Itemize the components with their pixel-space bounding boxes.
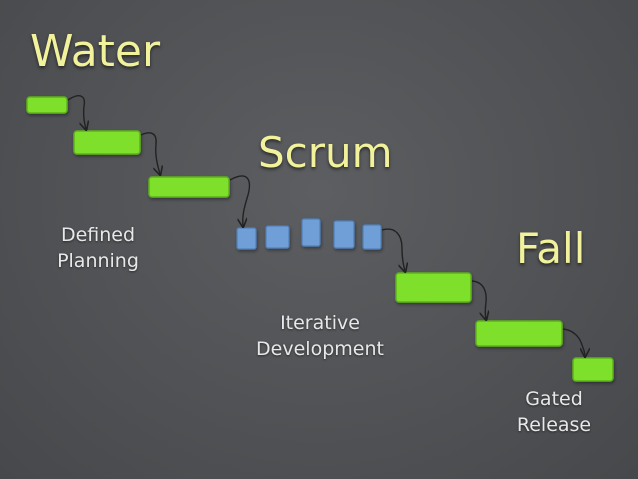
scrum-block-1 — [236, 227, 257, 250]
arrow-1 — [67, 95, 86, 129]
scrum-block-2 — [265, 225, 290, 249]
caption-defined-line2: Planning — [57, 250, 139, 272]
scrum-block-4 — [333, 220, 355, 249]
arrow-3 — [229, 175, 251, 226]
title-water: Water — [30, 26, 161, 77]
water-block-1 — [26, 96, 68, 114]
caption-defined-line1: Defined — [60, 224, 136, 246]
arrow-2 — [140, 132, 160, 174]
arrow-4 — [381, 228, 405, 271]
caption-gated-line2: Release — [516, 414, 592, 436]
caption-gated-release: Gated Release — [506, 386, 602, 438]
scrum-block-5 — [362, 224, 382, 250]
caption-iterative-line2: Development — [256, 338, 384, 360]
arrow-6 — [562, 328, 585, 356]
fall-block-2 — [475, 320, 563, 347]
caption-iterative-line1: Iterative — [280, 312, 360, 334]
arrow-5 — [471, 280, 486, 319]
caption-iterative-development: Iterative Development — [240, 310, 400, 362]
title-scrum: Scrum — [258, 128, 393, 177]
scrum-block-3 — [301, 218, 321, 247]
water-block-3 — [148, 176, 230, 198]
title-fall: Fall — [516, 224, 586, 273]
caption-defined-planning: Defined Planning — [48, 222, 148, 274]
caption-gated-line1: Gated — [525, 388, 583, 410]
water-block-2 — [73, 130, 141, 155]
fall-block-1 — [395, 272, 472, 303]
fall-block-3 — [572, 357, 614, 382]
